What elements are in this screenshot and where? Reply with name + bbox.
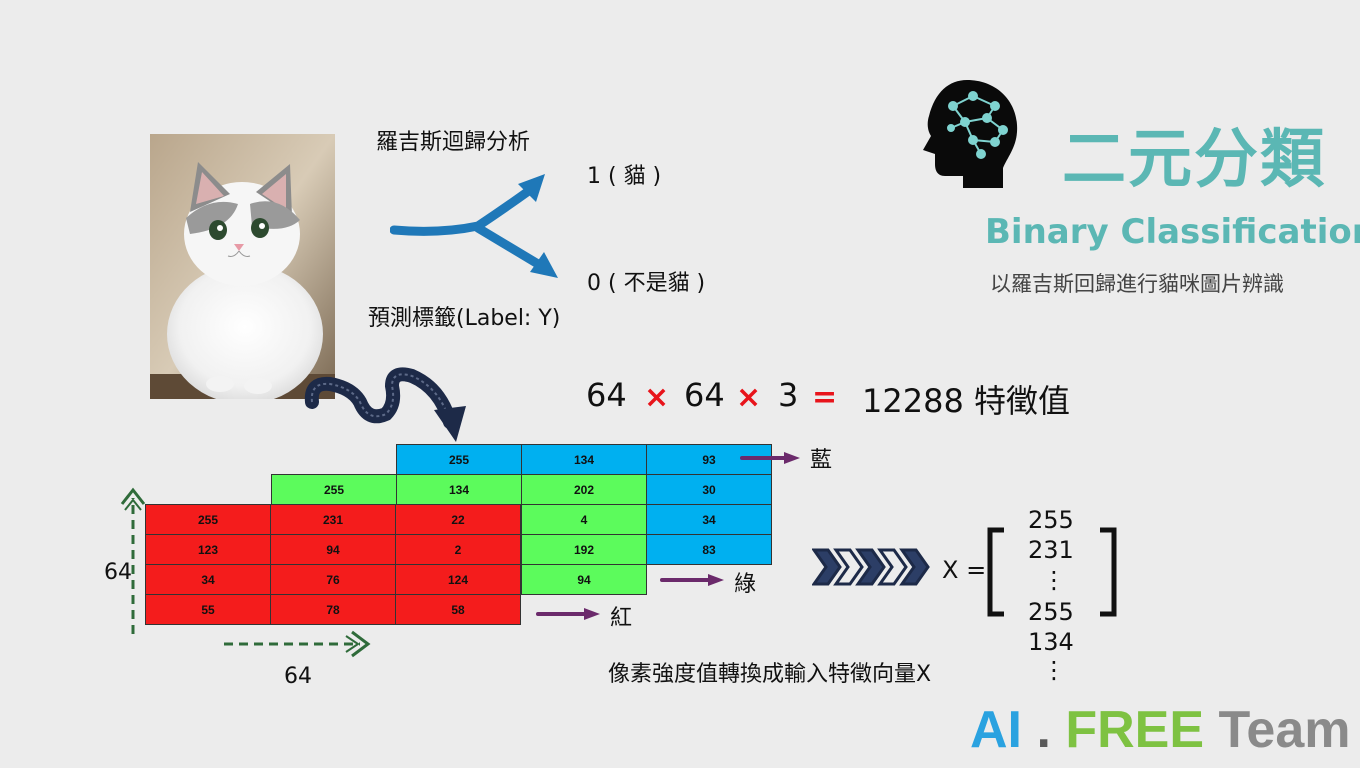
logistic-regression-label: 羅吉斯迴歸分析: [376, 130, 531, 155]
width-dimension-label: 64: [284, 664, 312, 689]
grid-cell: 2: [395, 534, 521, 565]
grid-cell: 255: [271, 474, 397, 505]
vector-value: 255: [1028, 506, 1074, 534]
convert-caption: 像素強度值轉換成輸入特徵向量X: [608, 662, 932, 687]
grid-cell: 192: [521, 534, 647, 565]
channel-green-label: 綠: [734, 572, 757, 597]
grid-cell: 94: [270, 534, 396, 565]
grid-cell: 78: [270, 594, 396, 625]
dashed-arrow-up-icon: [120, 487, 146, 634]
grid-cell: 94: [521, 564, 647, 595]
output-cat-label: 1 ( 貓 ): [587, 164, 662, 189]
vector-x-label: X =: [942, 556, 987, 584]
brain-head-icon: [923, 80, 1018, 188]
grid-cell: 124: [395, 564, 521, 595]
left-bracket: [987, 527, 1004, 617]
title-english: Binary Classification: [985, 212, 1360, 252]
grid-cell: 83: [646, 534, 772, 565]
grid-cell: 76: [270, 564, 396, 595]
logo-free: FREE: [1065, 701, 1205, 759]
equation-multiply-2: ×: [736, 380, 762, 415]
vector-ellipsis: ⋮: [1042, 566, 1066, 594]
channel-red-label: 紅: [610, 606, 633, 631]
title-subtitle: 以羅吉斯回歸進行貓咪圖片辨識: [990, 272, 1284, 296]
grid-cell: 231: [270, 504, 396, 535]
grid-cell: 34: [646, 504, 772, 535]
vector-ellipsis: ⋮: [1042, 656, 1066, 684]
equation-height: 64: [684, 376, 725, 414]
cat-photo: [150, 134, 335, 399]
grid-cell: 134: [521, 444, 647, 475]
grid-cell: 202: [521, 474, 647, 505]
grid-cell: 30: [646, 474, 772, 505]
grid-cell: 58: [395, 594, 521, 625]
height-dimension-label: 64: [104, 560, 132, 585]
output-not-cat-label: 0 ( 不是貓 ): [587, 271, 706, 296]
logo-dot: .: [1036, 701, 1051, 759]
arrow-right-icon: [536, 608, 600, 620]
grid-cell: 4: [521, 504, 647, 535]
grid-cell: 123: [145, 534, 271, 565]
channel-blue-label: 藍: [810, 448, 833, 473]
grid-cell: 255: [396, 444, 522, 475]
grid-cell: 255: [145, 504, 271, 535]
vector-value: 231: [1028, 536, 1074, 564]
logo-ai: AI: [970, 701, 1022, 759]
grid-cell: 134: [396, 474, 522, 505]
right-bracket: [1100, 527, 1117, 617]
equation-width: 64: [586, 376, 627, 414]
arrow-right-icon: [740, 452, 800, 464]
vector-value: 255: [1028, 598, 1074, 626]
vector-value: 134: [1028, 628, 1074, 656]
equation-multiply-1: ×: [644, 380, 670, 415]
chevrons-icon: [812, 548, 930, 586]
equation-equals: =: [812, 380, 838, 415]
equation-result: 12288 特徵值: [862, 382, 1070, 420]
grid-cell: 34: [145, 564, 271, 595]
title-chinese: 二元分類: [1062, 123, 1326, 197]
split-arrow-icon: [390, 174, 558, 278]
equation-channels: 3: [778, 376, 799, 414]
footer-logo: AI . FREE Team: [970, 700, 1350, 760]
grid-cell: 55: [145, 594, 271, 625]
grid-cell: 22: [395, 504, 521, 535]
arrow-right-icon: [660, 574, 724, 586]
curly-arrow-icon: [304, 367, 466, 442]
logo-team: Team: [1218, 701, 1351, 759]
predict-label: 預測標籤(Label: Y): [368, 306, 561, 331]
dashed-arrow-right-icon: [224, 630, 371, 658]
